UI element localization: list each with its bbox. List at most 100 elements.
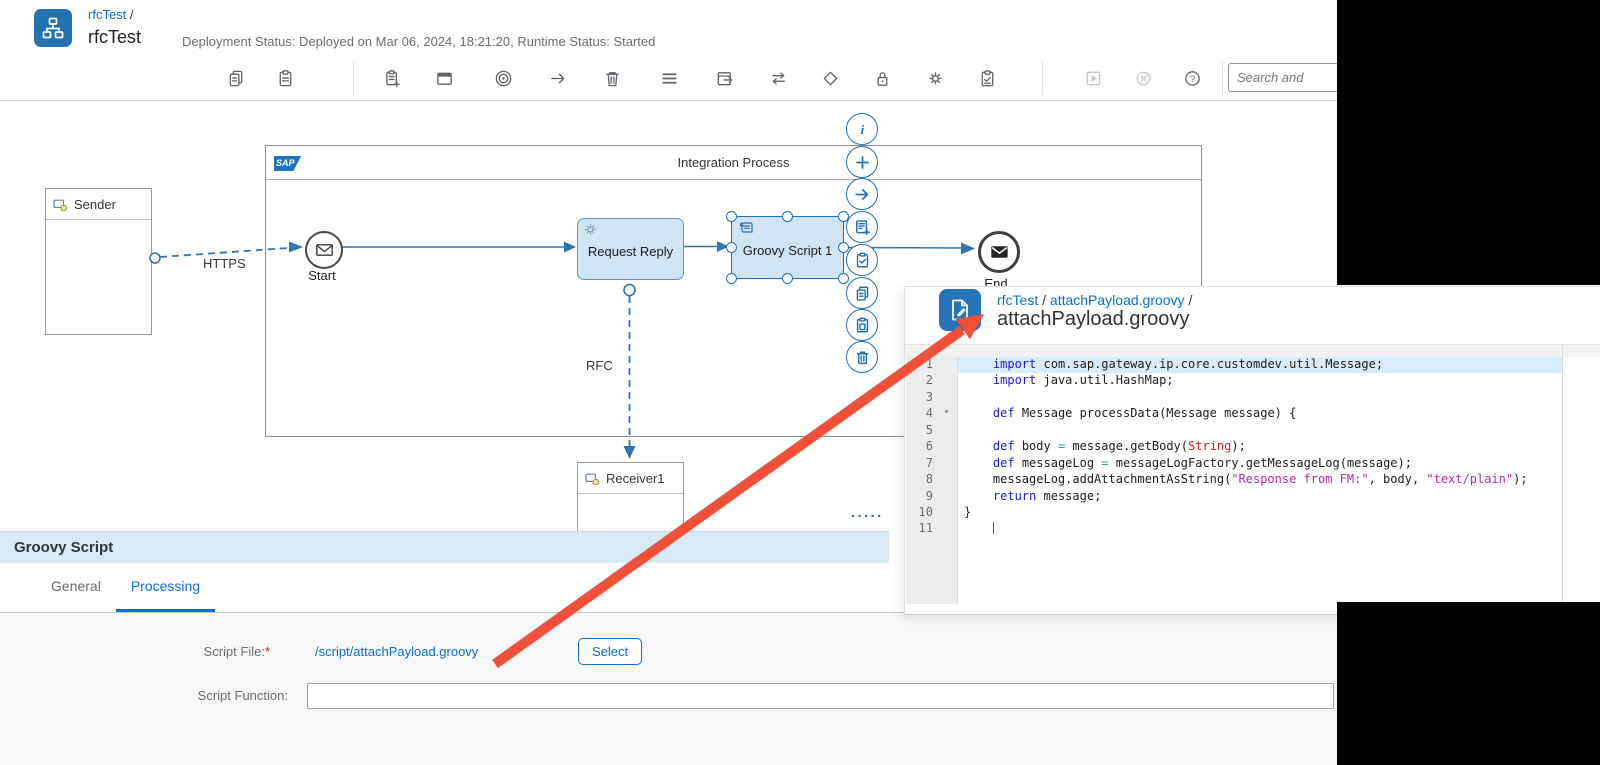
editor-breadcrumb-file-link[interactable]: attachPayload.groovy <box>1049 292 1185 308</box>
sender-label: Sender <box>74 196 116 212</box>
tab-general[interactable]: General <box>51 578 101 594</box>
svg-text:i: i <box>860 122 864 136</box>
toolbar-add-participant-button[interactable] <box>427 61 461 95</box>
toolbar-separator <box>1222 61 1223 95</box>
paste-icon <box>856 317 868 332</box>
required-indicator: * <box>264 644 270 659</box>
participant-icon <box>53 199 68 211</box>
editor-scrollbar-track[interactable] <box>1562 344 1563 604</box>
pool-header: SAP Integration Process <box>266 146 1201 180</box>
context-copy-button[interactable] <box>846 277 878 309</box>
add-process-icon <box>495 70 511 86</box>
deployment-status: Deployment Status: Deployed on Mar 06, 2… <box>182 34 656 49</box>
toolbar-menu-button[interactable] <box>652 61 686 95</box>
script-edit-icon <box>939 289 981 331</box>
request-reply-node[interactable]: Request Reply <box>577 218 684 280</box>
redaction-box-top <box>1337 0 1600 285</box>
start-event[interactable] <box>305 231 343 269</box>
context-delete-button[interactable] <box>846 341 878 373</box>
context-validate-button[interactable] <box>846 244 878 276</box>
select-button[interactable]: Select <box>578 638 643 665</box>
resize-handle[interactable] <box>726 211 737 222</box>
request-reply-label: Request Reply <box>587 244 674 259</box>
toolbar-validate-button[interactable] <box>970 61 1004 95</box>
receiver-participant[interactable]: Receiver1 <box>577 462 684 533</box>
toolbar-deploy-button[interactable] <box>1076 61 1110 95</box>
paste-icon <box>279 69 291 86</box>
message-end-icon <box>990 246 1008 258</box>
toolbar-paste-button[interactable] <box>268 61 302 95</box>
toolbar-add-flow-step-button[interactable] <box>375 61 409 95</box>
code-lines[interactable]: import com.sap.gateway.ip.core.customdev… <box>958 357 1563 604</box>
pool-title: Integration Process <box>677 155 790 170</box>
participant-icon <box>585 473 600 485</box>
toolbar-security-button[interactable] <box>865 61 899 95</box>
resize-handle[interactable] <box>726 273 737 284</box>
context-paste-button[interactable] <box>846 309 878 341</box>
add-participant-icon <box>436 72 452 85</box>
trash-icon <box>856 350 868 364</box>
service-call-icon <box>585 224 596 235</box>
sap-logo: SAP <box>274 156 301 171</box>
context-add-step-button[interactable] <box>846 211 878 243</box>
sender-participant[interactable]: Sender <box>45 188 152 335</box>
copy-icon <box>856 286 868 301</box>
page-title: rfcTest <box>88 27 142 47</box>
gear-icon <box>928 71 942 85</box>
breadcrumb[interactable]: rfcTest / <box>88 7 134 22</box>
toolbar-separator <box>1042 61 1043 95</box>
message-start-icon <box>315 244 333 256</box>
toolbar-cancel-deploy-button[interactable] <box>1126 61 1160 95</box>
script-file-link[interactable]: /script/attachPayload.groovy <box>315 644 479 659</box>
pool-overflow-dots: ····· <box>851 508 884 525</box>
toolbar-copy-button[interactable] <box>219 61 253 95</box>
end-event[interactable] <box>978 231 1020 273</box>
help-icon: ? <box>1184 70 1200 86</box>
context-connect-button[interactable] <box>846 178 878 210</box>
property-panel-tabs: General Processing <box>0 563 889 612</box>
router-diamond-icon <box>823 71 837 85</box>
https-connection-label: HTTPS <box>203 256 246 271</box>
plus-icon <box>855 155 869 169</box>
toolbar-externalize-button[interactable] <box>707 61 741 95</box>
groovy-script-node[interactable]: Groovy Script 1 <box>726 211 849 284</box>
toolbar-add-connector-button[interactable] <box>541 61 575 95</box>
svg-text:?: ? <box>1189 73 1194 84</box>
redaction-box-bottom <box>1337 602 1600 765</box>
editor-toolbar: ? <box>0 57 1600 101</box>
editor-breadcrumb[interactable]: rfcTest / attachPayload.groovy / <box>997 292 1193 308</box>
context-add-button[interactable] <box>846 146 878 178</box>
resize-handle[interactable] <box>726 242 737 253</box>
script-function-label: Script Function: <box>197 688 288 703</box>
resize-handle[interactable] <box>782 273 793 284</box>
toolbar-swap-connection-button[interactable] <box>761 61 795 95</box>
menu-icon <box>661 72 677 84</box>
context-info-button[interactable]: i <box>846 113 878 145</box>
resize-handle[interactable] <box>838 242 849 253</box>
toolbar-add-router-button[interactable] <box>813 61 847 95</box>
page-header: rfcTest / rfcTest Deployment Status: Dep… <box>0 0 1600 58</box>
clipboard-check-icon <box>981 69 993 86</box>
breadcrumb-link[interactable]: rfcTest <box>88 7 127 22</box>
editor-top-strip <box>905 344 1600 357</box>
toolbar-settings-button[interactable] <box>918 61 952 95</box>
toolbar-delete-button[interactable] <box>595 61 629 95</box>
script-function-input[interactable] <box>307 683 1334 709</box>
externalize-icon <box>717 71 732 85</box>
lock-icon <box>877 71 887 86</box>
add-flow-step-icon <box>385 69 400 87</box>
property-panel-title: Groovy Script <box>14 539 114 556</box>
toolbar-help-button[interactable]: ? <box>1175 61 1209 95</box>
resize-handle[interactable] <box>838 273 849 284</box>
tab-processing[interactable]: Processing <box>115 563 216 612</box>
script-editor-panel: rfcTest / attachPayload.groovy / attachP… <box>904 286 1600 615</box>
toolbar-add-process-button[interactable] <box>486 61 520 95</box>
editor-breadcrumb-flow-link[interactable]: rfcTest <box>997 292 1039 308</box>
info-icon: i <box>860 122 864 136</box>
delete-icon <box>605 71 619 86</box>
groovy-script-label: Groovy Script 1 <box>742 243 833 258</box>
resize-handle[interactable] <box>782 211 793 222</box>
cancel-circle-icon <box>1136 71 1150 85</box>
